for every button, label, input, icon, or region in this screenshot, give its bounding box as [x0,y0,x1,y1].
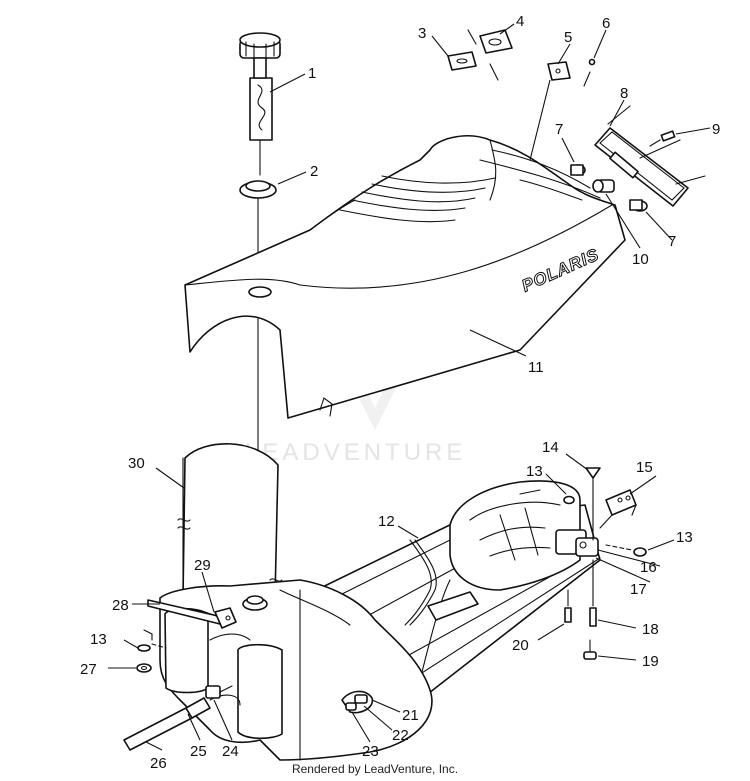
watermark-text: LEADVENTURE [245,439,466,466]
part-bumper-7-lower [629,199,648,212]
callout-6: 6 [602,15,610,32]
part-bolt-19 [583,639,597,660]
callout-18: 18 [642,621,659,638]
callout-13-a: 13 [526,463,543,480]
callout-26: 26 [150,755,167,772]
callout-24: 24 [222,743,239,760]
part-oil-tank [449,480,599,591]
callout-19: 19 [642,653,659,670]
callout-7-upper: 7 [555,121,563,138]
callout-29: 29 [194,557,211,574]
callout-16: 16 [640,559,657,576]
callout-15: 15 [636,459,653,476]
callout-7-lower: 7 [668,233,676,250]
part-spacer-10 [592,179,615,193]
part-bumper-7-upper [570,164,586,176]
part-fuel-line [123,685,233,751]
callout-12: 12 [378,513,395,530]
part-dipstick-14 [585,467,601,541]
callout-25: 25 [190,743,207,760]
callout-20: 20 [512,637,529,654]
callout-14: 14 [542,439,559,456]
part-nut-13-a [563,495,575,505]
callout-4: 4 [516,13,524,30]
part-hose-30 [177,442,283,599]
callout-30: 30 [128,455,145,472]
part-screw-9 [649,130,676,147]
part-fuel-cap [239,32,281,141]
part-nut-13-c [137,629,167,652]
part-bracket-3 [447,29,499,81]
callout-9: 9 [712,121,720,138]
callout-17: 17 [630,581,647,598]
callout-3: 3 [418,25,426,42]
callout-10: 10 [632,251,649,268]
callout-28: 28 [112,597,129,614]
footer-credit: Rendered by LeadVenture, Inc. [291,762,459,776]
callout-22: 22 [392,727,409,744]
part-rivet-6 [583,58,596,87]
callout-2: 2 [310,163,318,180]
part-plate-5 [547,61,571,81]
part-bolt-18 [589,559,597,627]
part-seat [184,135,626,419]
callout-23: 23 [362,743,379,760]
leader-lines [108,23,711,751]
part-nut-13-b [605,544,647,557]
callout-13-b: 13 [676,529,693,546]
part-washer-27 [136,663,152,673]
callout-13-c: 13 [90,631,107,648]
part-taillight-8 [594,105,706,207]
callout-11: 11 [528,359,544,376]
callout-27: 27 [80,661,97,678]
part-clamp-29 [214,607,237,629]
part-bolt-20 [564,589,572,623]
callout-5: 5 [564,29,572,46]
callout-8: 8 [620,85,628,102]
part-bracket-15 [599,489,637,529]
part-grommet [239,180,277,199]
part-bracket-4 [479,29,513,54]
callout-1: 1 [308,65,316,82]
callouts: 1 2 3 4 5 6 7 7 8 9 10 11 12 13 13 13 14… [80,13,720,772]
callout-21: 21 [402,707,419,724]
